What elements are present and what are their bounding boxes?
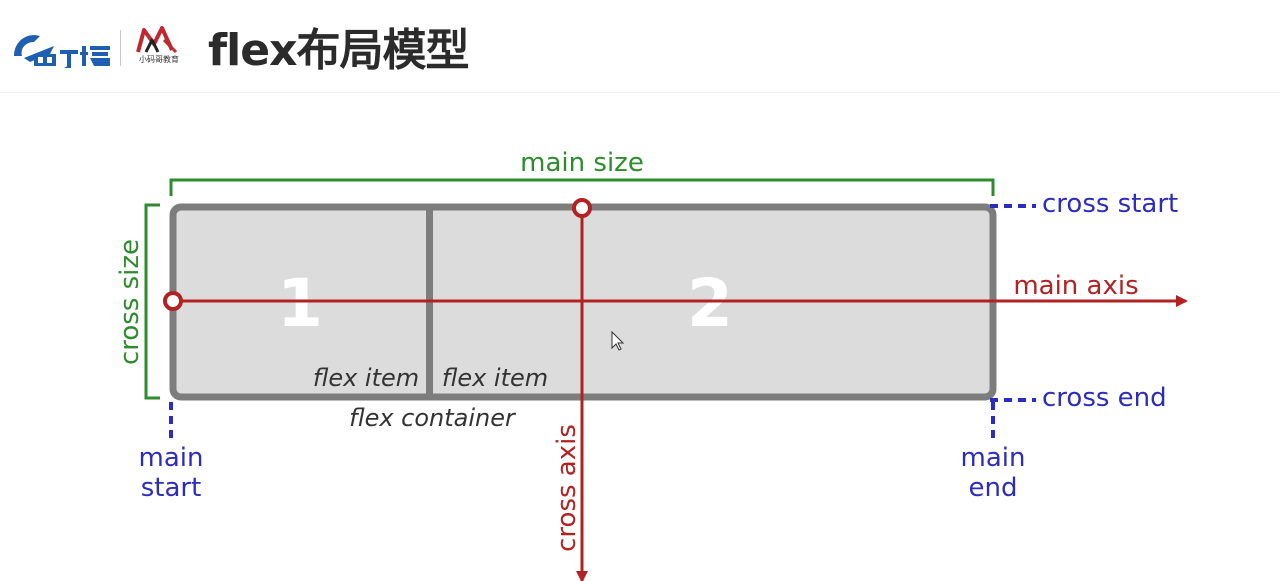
main-size-bracket: [169, 178, 995, 196]
mouse-cursor-icon: [611, 330, 625, 351]
cross-start-label: cross start: [1042, 189, 1178, 219]
flex-container-label: flex container: [349, 404, 517, 432]
flex-item-2-number: 2: [687, 265, 733, 342]
logo-divider: [120, 30, 121, 66]
main-start-label-line1: main: [139, 443, 204, 473]
cross-size-bracket: [144, 203, 160, 400]
cross-size-label: cross size: [115, 239, 145, 365]
main-end-label-line1: main: [961, 443, 1026, 473]
main-end-label-line2: end: [969, 473, 1018, 503]
main-size-label: main size: [520, 148, 644, 178]
main-axis-label: main axis: [1013, 271, 1138, 301]
main-axis-origin: [163, 291, 183, 311]
flex-item-1-number: 1: [277, 265, 323, 342]
main-start-label-line2: start: [141, 473, 202, 503]
cross-end-label: cross end: [1042, 383, 1167, 413]
flex-item-1-label: flex item: [313, 364, 419, 392]
m-logo-icon: [136, 26, 178, 54]
logo-caption: 小码哥教育: [139, 55, 179, 64]
flex-item-2-label: flex item: [442, 364, 548, 392]
slide-header: 小码哥教育 flex布局模型: [0, 0, 1280, 93]
brand-logo-icon: [14, 35, 110, 68]
cross-axis-label: cross axis: [552, 424, 582, 552]
cross-axis-origin: [572, 198, 592, 218]
page-title: flex布局模型: [208, 25, 469, 76]
